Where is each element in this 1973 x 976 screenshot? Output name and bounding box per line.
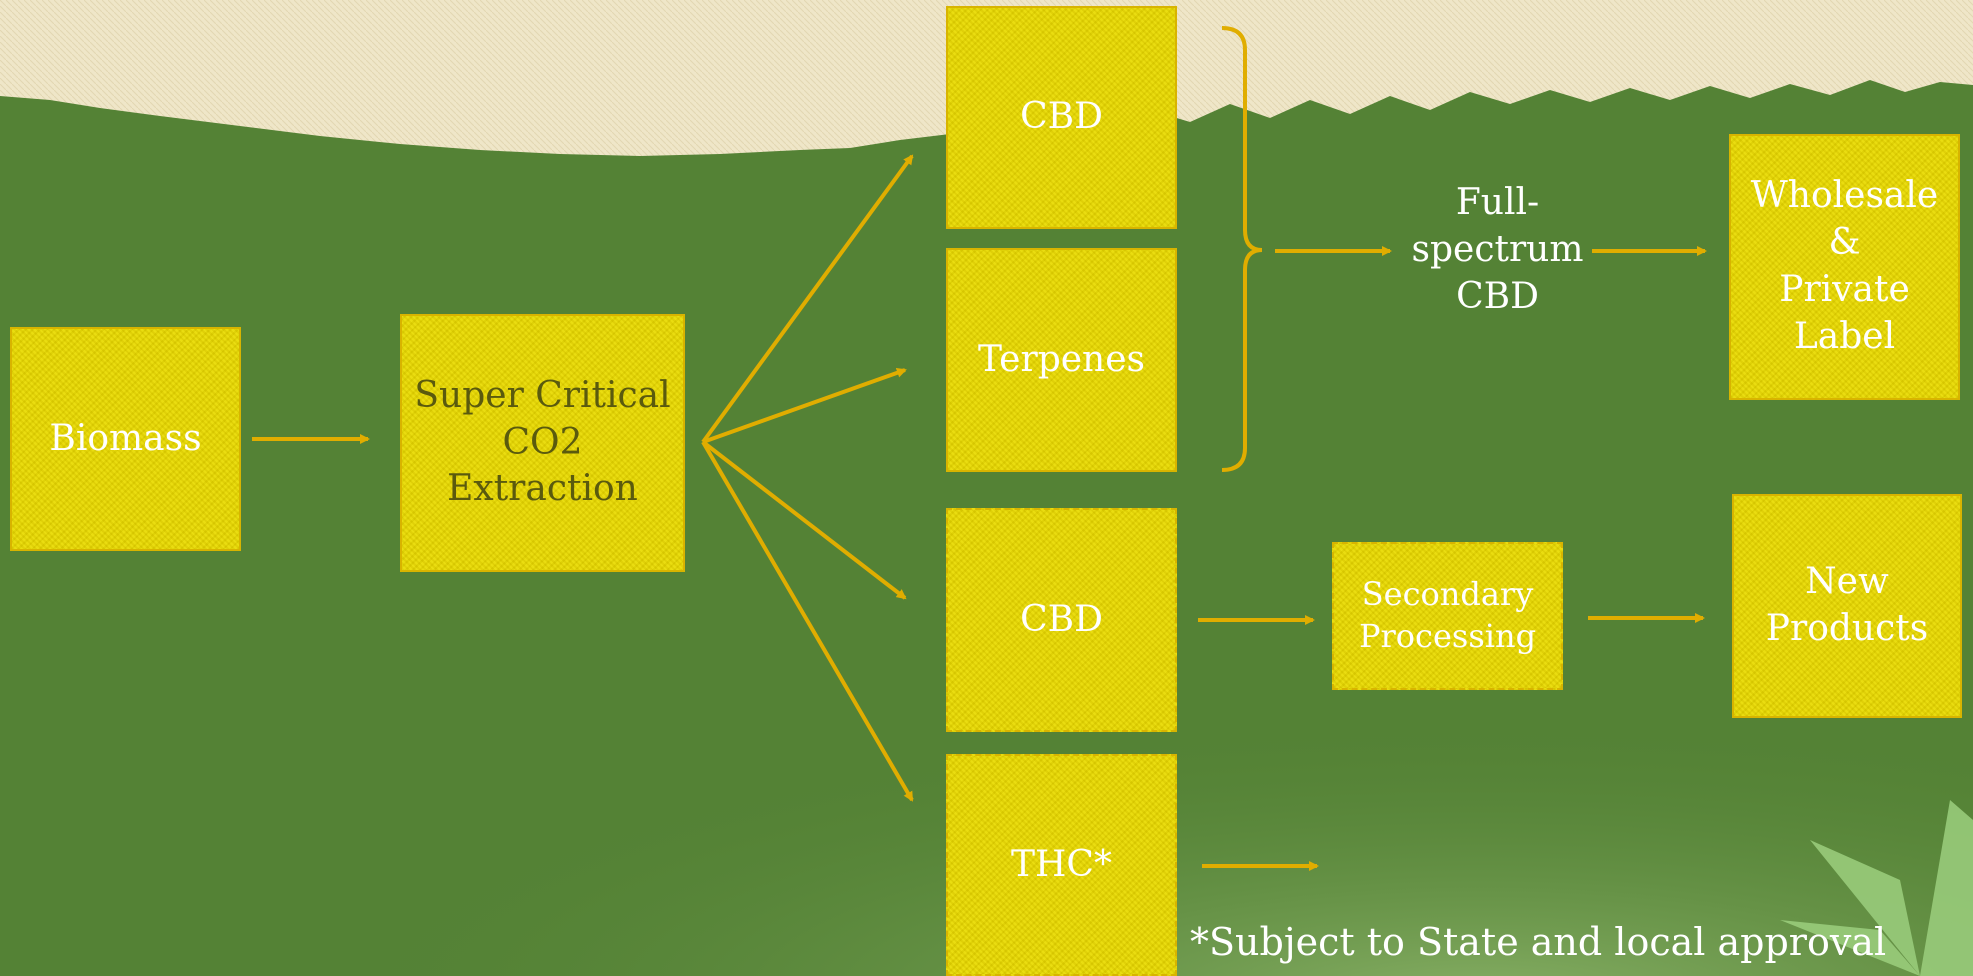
thc-box: THC* — [946, 754, 1177, 976]
secondary-processing-box: Secondary Processing — [1332, 542, 1563, 690]
cbd-top-box: CBD — [946, 6, 1177, 229]
terpenes-box: Terpenes — [946, 248, 1177, 472]
cannabis-leaf-icon — [1780, 800, 1973, 976]
wholesale-box: Wholesale & Private Label — [1729, 134, 1960, 400]
cbd-bottom-box: CBD — [946, 508, 1177, 732]
footnote: *Subject to State and local approval — [1190, 920, 1887, 964]
new-products-box: New Products — [1732, 494, 1962, 718]
biomass-box: Biomass — [10, 327, 241, 551]
full-spectrum-label: Full- spectrum CBD — [1411, 182, 1584, 317]
extraction-box: Super Critical CO2 Extraction — [400, 314, 685, 572]
